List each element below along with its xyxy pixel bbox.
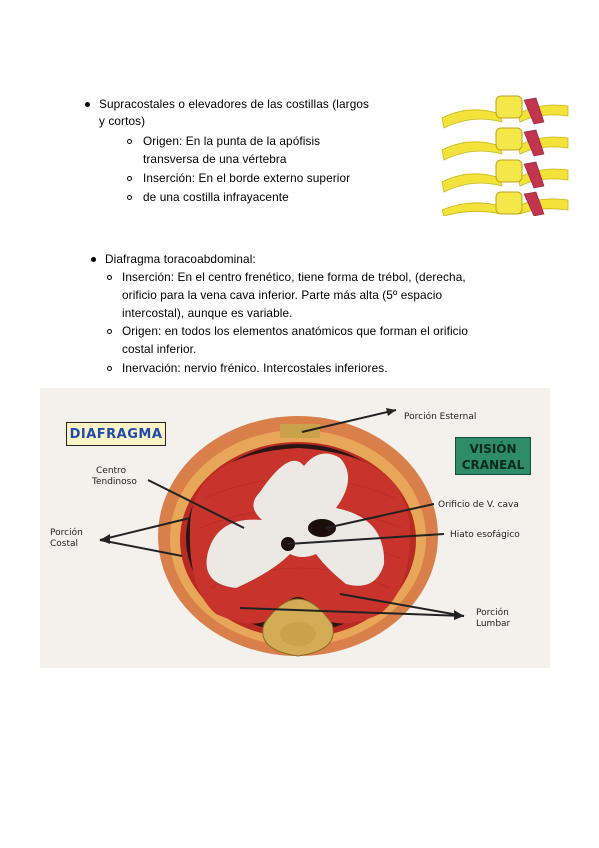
origen-line: Origen: En la punta de la apófisis bbox=[143, 134, 321, 148]
sub-bullet-marker bbox=[107, 366, 112, 371]
label-costal-line1: Porción bbox=[50, 528, 83, 538]
inervacion-line: Inervación: nervio frénico. Intercostale… bbox=[122, 361, 388, 375]
vision-line1: VISIÓN bbox=[469, 442, 517, 456]
diaphragm-figure: DIAFRAGMA VISIÓN CRANEAL Porción Esterna… bbox=[40, 388, 550, 668]
diaphragm-illustration bbox=[99, 408, 465, 657]
origen-line-cont: costal inferior. bbox=[122, 342, 197, 356]
sub-bullet-marker bbox=[107, 329, 112, 334]
label-centro-line2: Tendinoso bbox=[92, 477, 137, 487]
label-porcion-esternal: Porción Esternal bbox=[404, 412, 477, 422]
label-lumbar-line1: Porción bbox=[476, 608, 509, 618]
insercion-line: Inserción: En el centro frenético, tiene… bbox=[122, 270, 466, 284]
sub-bullet-marker bbox=[107, 275, 112, 280]
sub-bullet-marker bbox=[127, 139, 132, 144]
label-hiato: Hiato esofágico bbox=[450, 530, 520, 540]
bullet-marker bbox=[91, 257, 96, 262]
supracostales-heading: Supracostales o elevadores de las costil… bbox=[99, 97, 370, 111]
bullet-marker bbox=[85, 102, 90, 107]
sub-bullet-marker bbox=[127, 195, 132, 200]
origen-line-cont: transversa de una vértebra bbox=[143, 152, 287, 166]
infrayacente-line: de una costilla infrayacente bbox=[143, 190, 289, 204]
figure-title: DIAFRAGMA bbox=[66, 422, 166, 446]
spine-illustration bbox=[440, 92, 570, 216]
vision-line2: CRANEAL bbox=[461, 458, 525, 472]
sub-bullet-marker bbox=[127, 176, 132, 181]
insercion-line-cont: intercostal), aunque es variable. bbox=[122, 306, 293, 320]
label-orificio-cava: Orificio de V. cava bbox=[438, 500, 519, 510]
label-lumbar-line2: Lumbar bbox=[476, 619, 511, 629]
supracostales-heading-cont: y cortos) bbox=[99, 114, 146, 128]
insercion-line: Inserción: En el borde externo superior bbox=[143, 171, 351, 185]
vision-badge: VISIÓN CRANEAL bbox=[455, 437, 531, 475]
origen-line: Origen: en todos los elementos anatómico… bbox=[122, 324, 469, 338]
insercion-line-cont: orificio para la vena cava inferior. Par… bbox=[122, 288, 443, 302]
diafragma-heading: Diafragma toracoabdominal: bbox=[105, 252, 256, 266]
label-costal-line2: Costal bbox=[50, 539, 79, 549]
label-centro-line1: Centro bbox=[96, 466, 127, 476]
